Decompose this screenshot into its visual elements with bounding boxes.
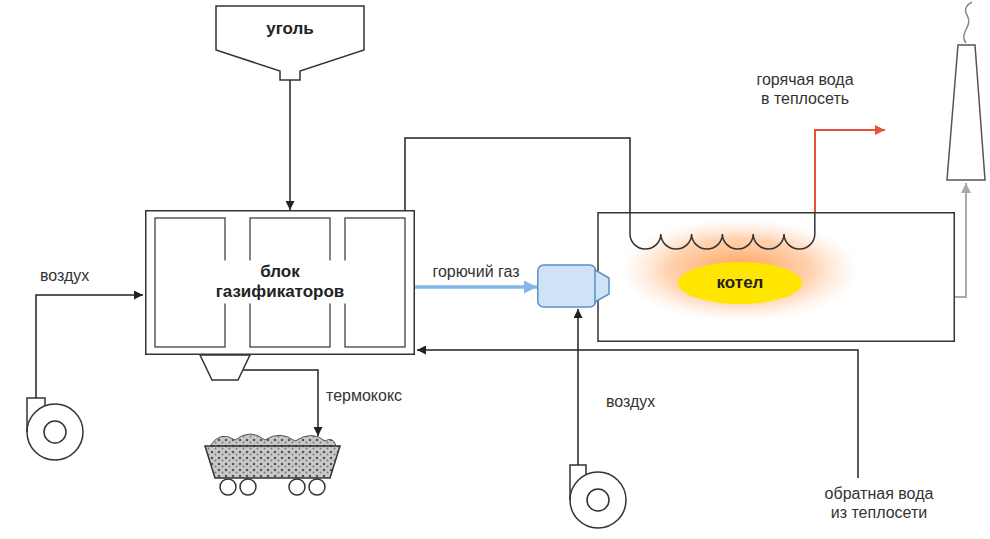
air-fan <box>570 465 626 528</box>
air-fan <box>27 398 83 460</box>
text-holder: блок газификаторов <box>145 260 415 303</box>
coal-feed-arrow <box>289 80 291 210</box>
air-duct <box>577 309 579 465</box>
air-label: воздух <box>606 392 655 411</box>
gasifier-block: блок газификаторов <box>145 210 415 355</box>
flue-gas-line <box>955 183 966 297</box>
coal-hopper-outline <box>215 5 365 80</box>
coke-label: термококс <box>326 386 402 405</box>
air-duct <box>36 295 143 398</box>
text-holder: уголь <box>215 19 365 39</box>
hot-water-line <box>815 130 885 212</box>
return-water-label: обратная вода из теплосети <box>820 484 938 522</box>
edge-label: горючий газ <box>432 262 519 281</box>
return-water-line <box>417 350 858 478</box>
boiler: котел <box>537 212 955 342</box>
hot-water-label: горячая вода в теплосеть <box>752 70 858 108</box>
coke-outlet <box>200 355 250 380</box>
node-title: котел <box>717 273 764 293</box>
gas-flow-arrow <box>415 285 537 289</box>
air-label: воздух <box>40 266 89 285</box>
coke-wagon <box>205 434 340 495</box>
node-title: блок газификаторов <box>200 260 360 303</box>
coal-hopper: уголь <box>215 5 365 80</box>
node-title: уголь <box>266 19 314 39</box>
water-pipe <box>405 138 630 212</box>
coke-line <box>243 370 318 436</box>
chimney <box>947 2 985 180</box>
text-holder: котел <box>640 273 840 293</box>
